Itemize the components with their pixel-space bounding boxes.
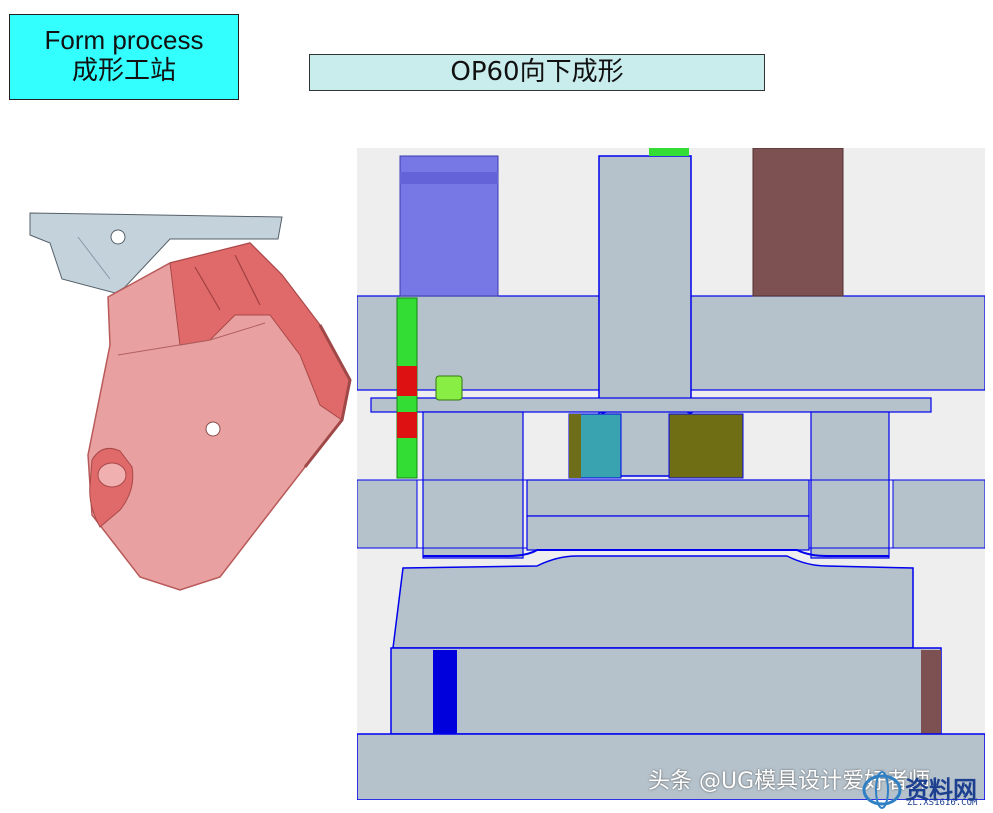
formed-part-illustration [29,212,352,591]
site-url: ZL.XS1616.COM [907,798,978,808]
lower-punch [392,555,914,649]
guide-block [752,148,844,297]
bolt-head [435,375,463,401]
right-insert [668,413,744,479]
site-logo-icon [862,771,902,809]
title-box: Form process 成形工站 [9,14,239,100]
title-english: Form process [44,25,204,55]
die-cross-section [357,148,985,800]
formed-strip [423,549,889,557]
lower-pin [433,650,457,734]
site-name: 资料网 [905,776,977,804]
lower-die-shoe [390,647,942,735]
part-hole [205,421,221,437]
die-block-left [422,411,524,559]
base-plate [357,733,985,800]
pilot-hole [110,229,126,245]
die-block-right [810,411,890,559]
pressure-pad [526,479,810,517]
stripper-plate [370,397,932,413]
operation-banner: OP60向下成形 [309,54,765,91]
title-chinese: 成形工站 [71,56,176,86]
